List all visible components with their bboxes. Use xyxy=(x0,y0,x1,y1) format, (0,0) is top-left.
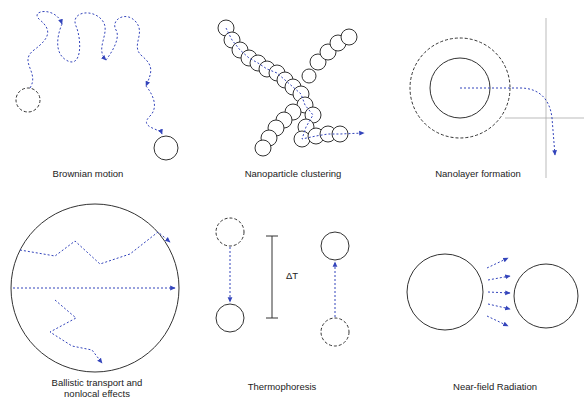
ballistic-illustration xyxy=(11,204,179,372)
particle xyxy=(11,204,179,372)
panel-caption: Near-field Radiation xyxy=(425,381,565,392)
panel-caption: Brownian motion xyxy=(18,168,158,179)
nanolayer-illustration xyxy=(410,18,584,178)
start-particle xyxy=(16,88,40,112)
conduction-path xyxy=(460,88,555,155)
random-path xyxy=(58,13,106,62)
brownian-illustration xyxy=(16,12,178,161)
panel-caption: Thermophoresis xyxy=(222,381,342,392)
end-particle xyxy=(154,136,178,160)
clustering-illustration xyxy=(218,20,364,156)
random-path xyxy=(106,17,151,86)
random-path xyxy=(146,86,162,134)
panel-caption: Nanolayer formation xyxy=(403,168,553,179)
cluster-path xyxy=(226,28,364,139)
dimension-label: ΔT xyxy=(276,270,308,281)
near-field-illustration xyxy=(407,254,578,330)
panel-caption: Nanoparticle clustering xyxy=(213,168,373,179)
panel-caption: Ballistic transport and nonlocal effects xyxy=(39,377,155,399)
thermophoresis-illustration xyxy=(216,218,349,346)
random-path xyxy=(28,12,62,89)
